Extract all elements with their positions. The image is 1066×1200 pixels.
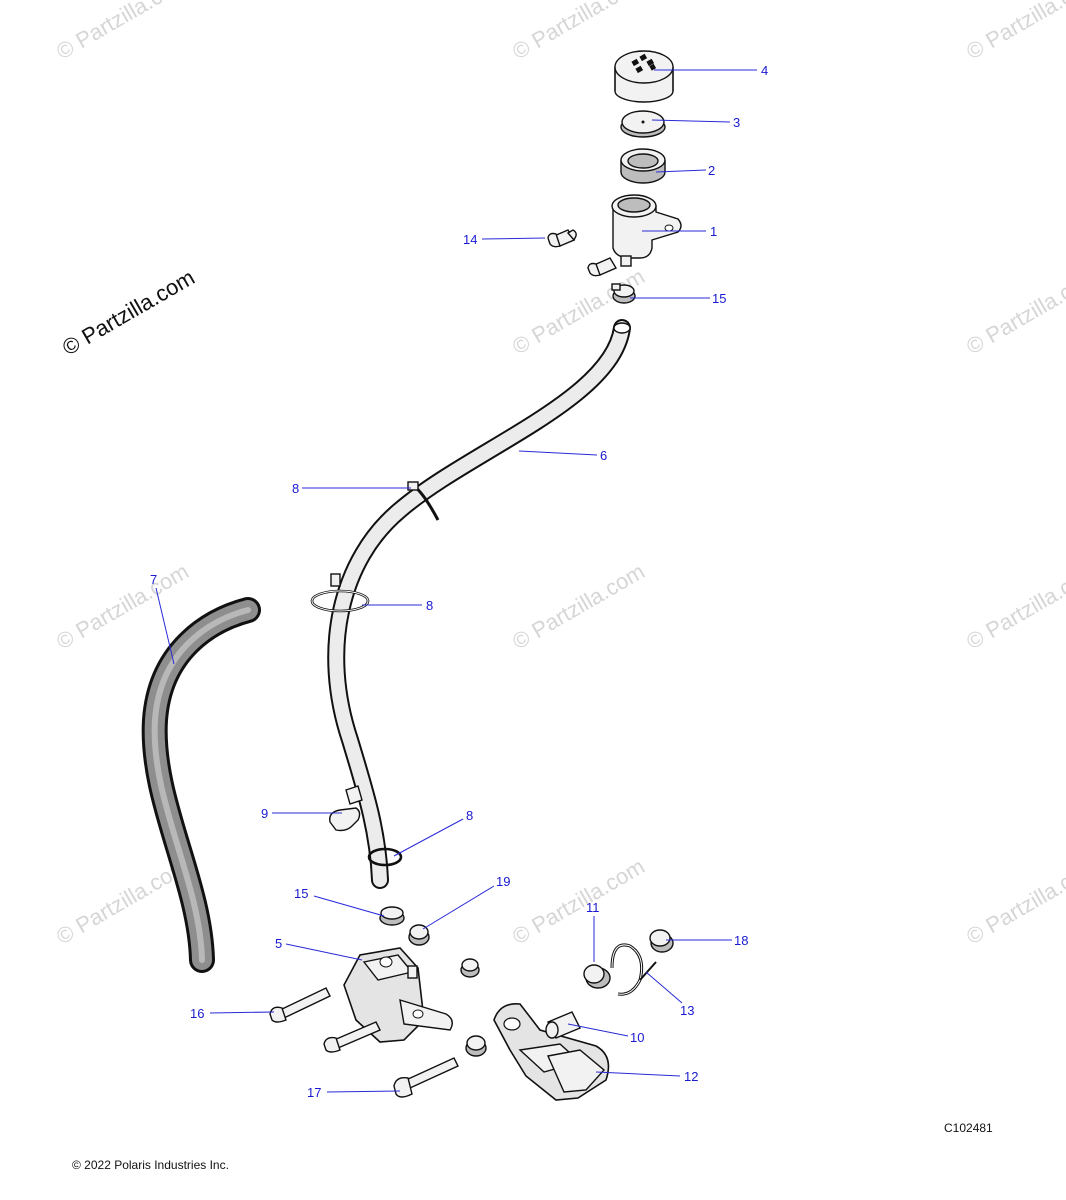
callout-3[interactable]: 3 xyxy=(733,115,740,130)
watermark: © Partzilla.com xyxy=(962,264,1066,360)
copyright-notice: © 2022 Polaris Industries Inc. xyxy=(72,1158,229,1172)
callout-8[interactable]: 8 xyxy=(426,598,433,613)
leader-10 xyxy=(567,1023,629,1037)
reservoir xyxy=(611,194,682,267)
hose-clip xyxy=(367,847,403,867)
reservoir-bolt xyxy=(587,257,618,277)
hose-clip-loop xyxy=(310,573,370,613)
reservoir-bolt xyxy=(547,229,577,248)
watermark: © Partzilla.com xyxy=(962,0,1066,64)
callout-9[interactable]: 9 xyxy=(261,806,268,821)
diaphragm-plate xyxy=(620,110,666,138)
watermark: © Partzilla.com xyxy=(962,559,1066,655)
leader-5 xyxy=(285,943,363,961)
watermark-main: © Partzilla.com xyxy=(58,265,199,361)
leader-16 xyxy=(209,1011,275,1014)
reservoir-hose xyxy=(327,319,631,889)
master-cylinder xyxy=(343,947,453,1043)
callout-15[interactable]: 15 xyxy=(294,886,308,901)
callout-2[interactable]: 2 xyxy=(708,163,715,178)
leader-19 xyxy=(422,885,495,930)
callout-numbers: 4 3 2 1 14 15 6 8 7 8 9 8 15 19 5 11 18 … xyxy=(150,63,768,1100)
leader-2 xyxy=(655,169,707,173)
diaphragm xyxy=(620,148,666,184)
reservoir-cap xyxy=(614,50,674,103)
leader-7 xyxy=(155,587,175,665)
watermark: © Partzilla.com xyxy=(962,854,1066,950)
leader-lines xyxy=(155,69,757,1093)
leader-15b xyxy=(313,895,385,917)
callout-13[interactable]: 13 xyxy=(680,1003,694,1018)
leader-6 xyxy=(518,450,598,456)
parts xyxy=(141,50,682,1101)
callout-1[interactable]: 1 xyxy=(710,224,717,239)
sleeve xyxy=(545,1011,581,1039)
bushing-11 xyxy=(583,964,611,989)
leader-3 xyxy=(651,119,731,123)
watermark: © Partzilla.com xyxy=(52,559,193,655)
callout-16[interactable]: 16 xyxy=(190,1006,204,1021)
watermark: © Partzilla.com xyxy=(508,854,649,950)
hose-clamp-upper xyxy=(611,283,636,304)
hose-clamp-lower xyxy=(379,906,405,926)
overflow-hose xyxy=(141,597,261,973)
callout-19[interactable]: 19 xyxy=(496,874,510,889)
mounting-bolt-17 xyxy=(393,1057,459,1098)
callout-6[interactable]: 6 xyxy=(600,448,607,463)
spring-clip xyxy=(610,943,657,996)
watermark: © Partzilla.com xyxy=(52,0,193,64)
leader-17 xyxy=(326,1090,401,1093)
leader-12 xyxy=(595,1071,681,1077)
callout-17[interactable]: 17 xyxy=(307,1085,321,1100)
callout-4[interactable]: 4 xyxy=(761,63,768,78)
callout-7[interactable]: 7 xyxy=(150,572,157,587)
drawing-id: C102481 xyxy=(944,1121,993,1135)
callout-12[interactable]: 12 xyxy=(684,1069,698,1084)
callout-15[interactable]: 15 xyxy=(712,291,726,306)
watermark: © Partzilla.com xyxy=(508,559,649,655)
callout-8[interactable]: 8 xyxy=(292,481,299,496)
callout-8[interactable]: 8 xyxy=(466,808,473,823)
callout-5[interactable]: 5 xyxy=(275,936,282,951)
mounting-bolt-16 xyxy=(269,987,331,1023)
bushing-small xyxy=(408,924,430,946)
callout-14[interactable]: 14 xyxy=(463,232,477,247)
callout-18[interactable]: 18 xyxy=(734,933,748,948)
mounting-bolt xyxy=(323,1021,381,1053)
callout-11[interactable]: 11 xyxy=(586,900,600,915)
watermark: © Partzilla.com xyxy=(508,264,649,360)
bushing-18 xyxy=(649,929,674,953)
leader-13 xyxy=(645,971,683,1004)
retainer-clip xyxy=(329,785,363,832)
leader-14 xyxy=(481,237,546,240)
mounting-bracket xyxy=(493,1003,610,1101)
watermarks: © Partzilla.com © Partzilla.com © Partzi… xyxy=(52,0,1066,949)
hose-clip xyxy=(407,481,440,521)
grommet xyxy=(460,958,480,978)
leader-8c xyxy=(393,818,464,857)
grommet-bracket xyxy=(465,1035,487,1057)
callout-10[interactable]: 10 xyxy=(630,1030,644,1045)
